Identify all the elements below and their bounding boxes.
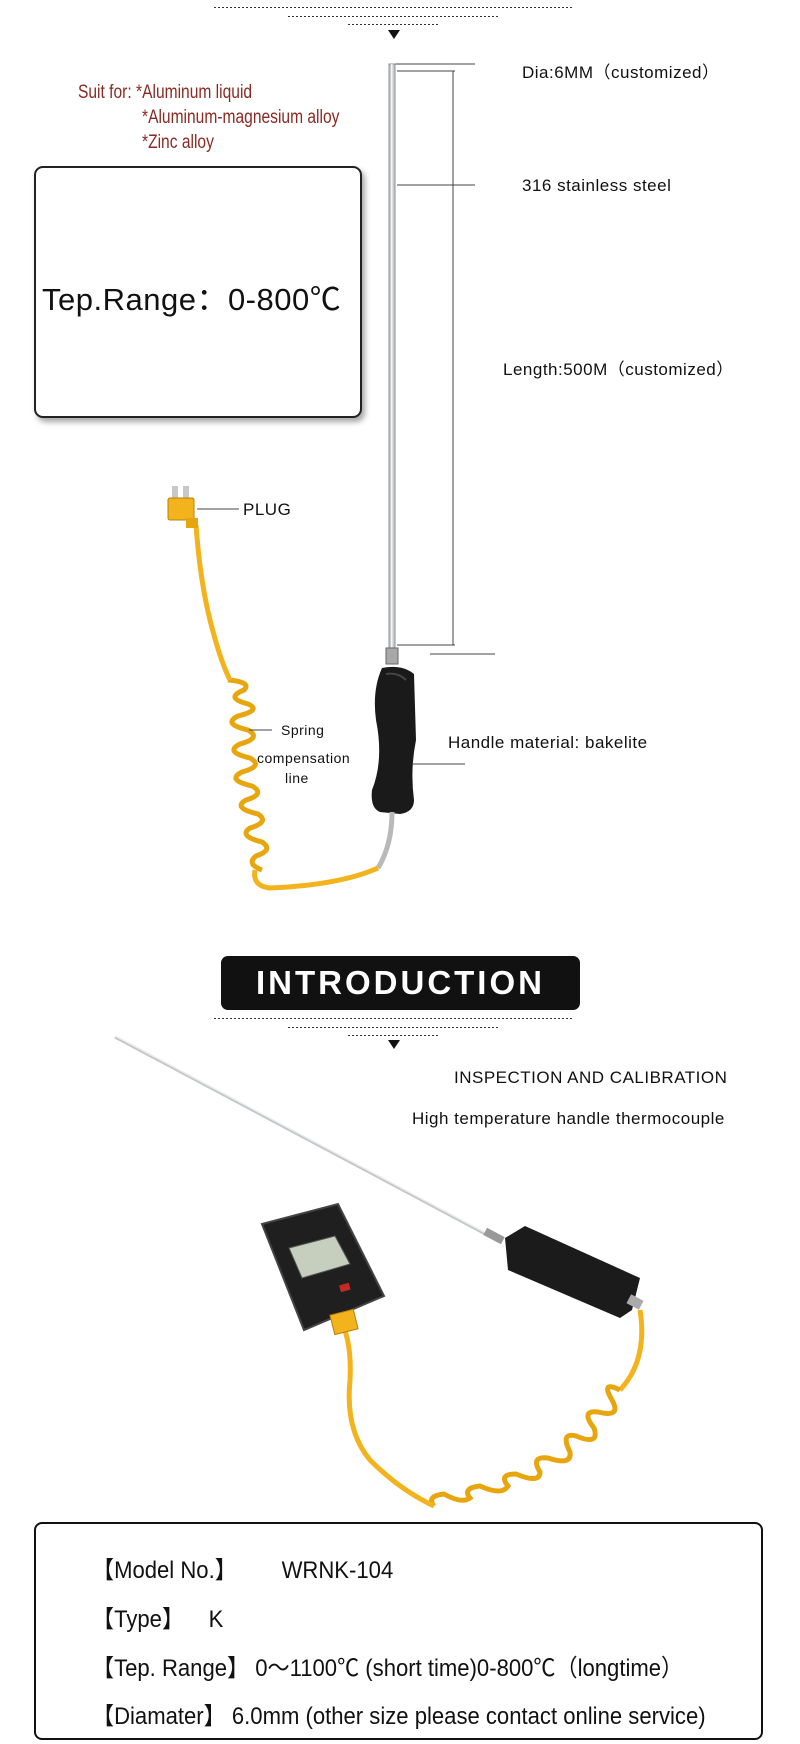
spec-value: 6.0mm (other size please contact online … <box>231 1703 706 1730</box>
intro-dotted-rule-3 <box>348 1035 440 1036</box>
suit-for-label: Suit for: *Aluminum liquid <box>78 82 253 103</box>
suit-item-1: *Aluminum liquid <box>136 82 253 103</box>
suit-item-2: *Aluminum-magnesium alloy <box>142 107 340 128</box>
spec-value: K <box>208 1606 224 1633</box>
spec-key: 【Model No.】 <box>92 1557 237 1584</box>
spring-callout-3: line <box>285 770 309 786</box>
introduction-banner: INTRODUCTION <box>221 956 580 1010</box>
spec-value: 0～1100℃ (short time)0-800℃（longtime） <box>255 1655 684 1682</box>
temperature-range-text: Tep.Range：0-800℃ <box>42 282 342 317</box>
top-dotted-rule <box>214 7 572 8</box>
spec-row-diameter: 【Diamater】 6.0mm (other size please cont… <box>92 1696 706 1731</box>
intro-dotted-rule <box>214 1018 572 1019</box>
product-subtitle: High temperature handle thermocouple <box>412 1109 725 1128</box>
plug-callout: PLUG <box>243 500 292 519</box>
suit-item-3: *Zinc alloy <box>142 132 214 153</box>
top-dotted-rule-2 <box>288 16 498 17</box>
spec-key: 【Tep. Range】 <box>92 1655 250 1682</box>
intro-dotted-rule-2 <box>288 1027 498 1028</box>
down-arrow-icon <box>388 30 400 39</box>
spring-callout-1: Spring <box>281 722 325 738</box>
specifications-box: 【Model No.】 WRNK-104 【Type】 K 【Tep. Rang… <box>34 1522 763 1740</box>
down-arrow-icon <box>388 1040 400 1049</box>
spec-key: 【Diamater】 <box>92 1703 226 1730</box>
spec-row-range: 【Tep. Range】 0～1100℃ (short time)0-800℃（… <box>92 1648 683 1683</box>
spec-row-type: 【Type】 K <box>92 1599 223 1634</box>
handle-callout: Handle material: bakelite <box>448 733 648 752</box>
temperature-range-box: Tep.Range：0-800℃ <box>34 166 362 418</box>
length-callout: Length:500M（customized） <box>503 360 734 379</box>
spec-key: 【Type】 <box>92 1606 185 1633</box>
diameter-callout: Dia:6MM（customized） <box>522 63 720 82</box>
top-dotted-rule-3 <box>348 24 440 25</box>
spec-row-model: 【Model No.】 WRNK-104 <box>92 1550 393 1585</box>
spring-callout-2: compensation <box>257 750 351 766</box>
spec-value: WRNK-104 <box>281 1557 394 1584</box>
material-callout: 316 stainless steel <box>522 176 672 195</box>
inspection-heading: INSPECTION AND CALIBRATION <box>454 1068 728 1087</box>
